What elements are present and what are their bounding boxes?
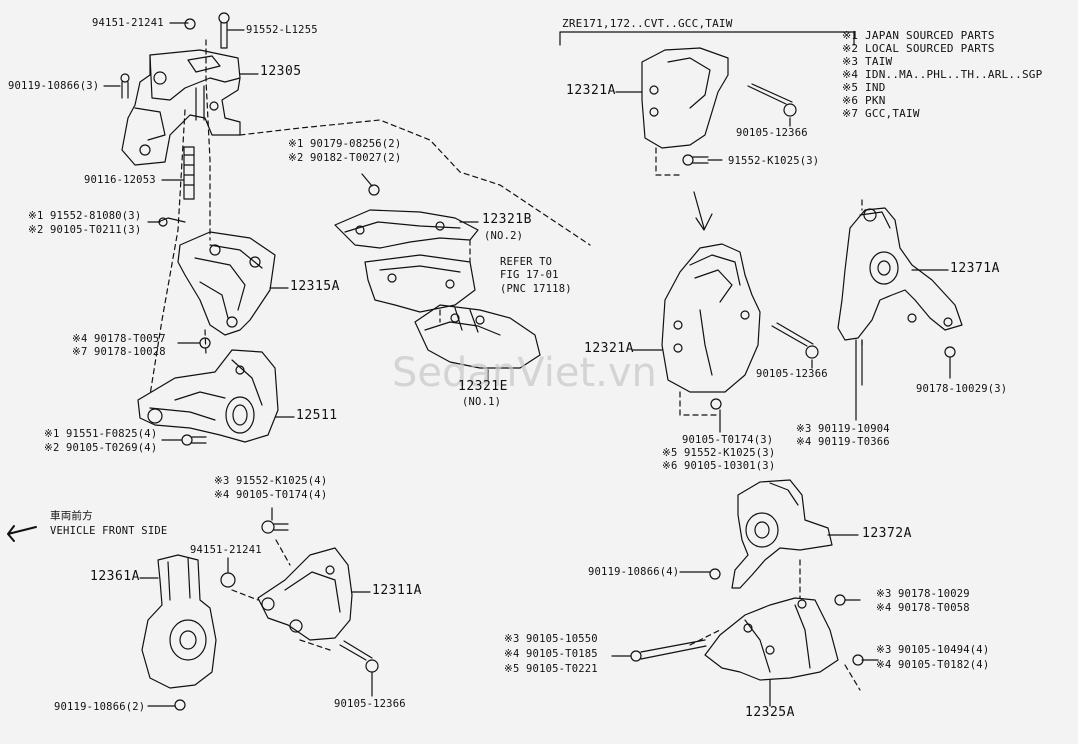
fastener-label: 94151-21241 bbox=[190, 544, 262, 556]
part-label-12321E-sub: (NO.1) bbox=[462, 396, 502, 408]
fastener-label: ※3 90105-10494(4) bbox=[876, 644, 990, 656]
legend-item-5: ※5 IND bbox=[842, 81, 886, 94]
part-label-12321B-sub: (NO.2) bbox=[484, 230, 524, 242]
fastener-label: 90105-12366 bbox=[756, 368, 828, 380]
part-12321A-top-drawing bbox=[641, 47, 797, 166]
part-label-12361A: 12361A bbox=[90, 569, 140, 584]
part-12311A-drawing bbox=[257, 520, 379, 673]
fastener-label: ※4 90119-T0366 bbox=[796, 436, 890, 448]
fastener-label: ※7 90178-10028 bbox=[72, 346, 166, 358]
fastener-label: 90119-10866(4) bbox=[588, 566, 680, 578]
part-12321A-mid-drawing bbox=[661, 243, 819, 410]
assembly-dashed-lines bbox=[149, 39, 863, 691]
refer-label-2: FIG 17-01 bbox=[500, 269, 559, 281]
part-12305-drawing bbox=[120, 12, 241, 200]
part-label-12372A: 12372A bbox=[862, 526, 912, 541]
legend-item-1: ※1 JAPAN SOURCED PARTS bbox=[842, 29, 995, 42]
part-12372A-drawing bbox=[709, 479, 833, 589]
direction-label-jp: 車両前方 bbox=[50, 510, 93, 522]
fastener-label: 90119-10866(2) bbox=[54, 701, 146, 713]
transition-arrow bbox=[693, 191, 713, 231]
fastener-label: ※4 90178-T0058 bbox=[876, 602, 970, 614]
fastener-label: ※1 90179-08256(2) bbox=[288, 138, 402, 150]
direction-label-en: VEHICLE FRONT SIDE bbox=[50, 525, 168, 537]
fastener-label: 91552-K1025(3) bbox=[728, 155, 820, 167]
fastener-label: ※5 90105-T0221 bbox=[504, 663, 598, 675]
top-label-bracket bbox=[559, 31, 855, 46]
fastener-label: ※2 90105-T0211(3) bbox=[28, 224, 142, 236]
part-12315A-drawing bbox=[157, 217, 276, 349]
part-label-12511: 12511 bbox=[296, 408, 338, 423]
part-label-12311A: 12311A bbox=[372, 583, 422, 598]
fastener-label: 90116-12053 bbox=[84, 174, 156, 186]
fastener-label: ※4 90178-T0057 bbox=[72, 333, 166, 345]
refer-label-1: REFER TO bbox=[500, 256, 553, 268]
model-label: ZRE171,172..CVT..GCC,TAIW bbox=[562, 17, 733, 30]
fastener-label: ※2 90105-T0269(4) bbox=[44, 442, 158, 454]
legend-item-2: ※2 LOCAL SOURCED PARTS bbox=[842, 42, 995, 55]
legend-item-3: ※3 TAIW bbox=[842, 55, 893, 68]
fastener-label: 90119-10866(3) bbox=[8, 80, 100, 92]
part-12321B-drawing bbox=[334, 184, 479, 249]
fastener-label: ※1 91552-81080(3) bbox=[28, 210, 142, 222]
legend-item-7: ※7 GCC,TAIW bbox=[842, 107, 920, 120]
part-label-12321A-mid: 12321A bbox=[584, 341, 634, 356]
fastener-label: ※3 90178-10029 bbox=[876, 588, 970, 600]
part-12371A-drawing bbox=[837, 207, 963, 386]
legend-item-6: ※6 PKN bbox=[842, 94, 886, 107]
fastener-label: ※4 90105-T0185 bbox=[504, 648, 598, 660]
part-label-12325A: 12325A bbox=[745, 705, 795, 720]
part-label-12315A: 12315A bbox=[290, 279, 340, 294]
fastener-label: ※3 90119-10904 bbox=[796, 423, 890, 435]
fastener-label: 90105-12366 bbox=[334, 698, 406, 710]
refer-bracket-drawing bbox=[364, 254, 476, 313]
legend-item-4: ※4 IDN..MA..PHL..TH..ARL..SGP bbox=[842, 68, 1043, 81]
fastener-label: 90105-12366 bbox=[736, 127, 808, 139]
fastener-label: ※2 90182-T0027(2) bbox=[288, 152, 402, 164]
part-12325A-drawing bbox=[630, 594, 864, 681]
part-12361A-drawing bbox=[141, 554, 236, 711]
fastener-label: 90178-10029(3) bbox=[916, 383, 1008, 395]
part-12321E-drawing bbox=[414, 304, 541, 369]
part-12511-drawing bbox=[137, 349, 279, 446]
part-label-12305: 12305 bbox=[260, 64, 302, 79]
fastener-label: ※4 90105-T0174(4) bbox=[214, 489, 328, 501]
fastener-label: 94151-21241 bbox=[92, 17, 164, 29]
legend: ※1 JAPAN SOURCED PARTS ※2 LOCAL SOURCED … bbox=[842, 30, 1042, 120]
fastener-label: 90105-T0174(3) bbox=[682, 434, 774, 446]
leader-lines bbox=[103, 22, 951, 707]
fastener-label: ※6 90105-10301(3) bbox=[662, 460, 776, 472]
part-label-12321E: 12321E bbox=[458, 379, 508, 394]
part-label-12371A: 12371A bbox=[950, 261, 1000, 276]
watermark: SedanViet.vn bbox=[392, 350, 657, 396]
fastener-label: ※1 91551-F0825(4) bbox=[44, 428, 158, 440]
vehicle-front-arrow bbox=[7, 525, 37, 542]
fastener-label: ※4 90105-T0182(4) bbox=[876, 659, 990, 671]
fastener-label: ※3 91552-K1025(4) bbox=[214, 475, 328, 487]
refer-label-3: (PNC 17118) bbox=[500, 283, 572, 295]
fastener-label: ※3 90105-10550 bbox=[504, 633, 598, 645]
part-label-12321A-top: 12321A bbox=[566, 83, 616, 98]
part-label-12321B: 12321B bbox=[482, 212, 532, 227]
fastener-label: 91552-L1255 bbox=[246, 24, 318, 36]
fastener-label: ※5 91552-K1025(3) bbox=[662, 447, 776, 459]
